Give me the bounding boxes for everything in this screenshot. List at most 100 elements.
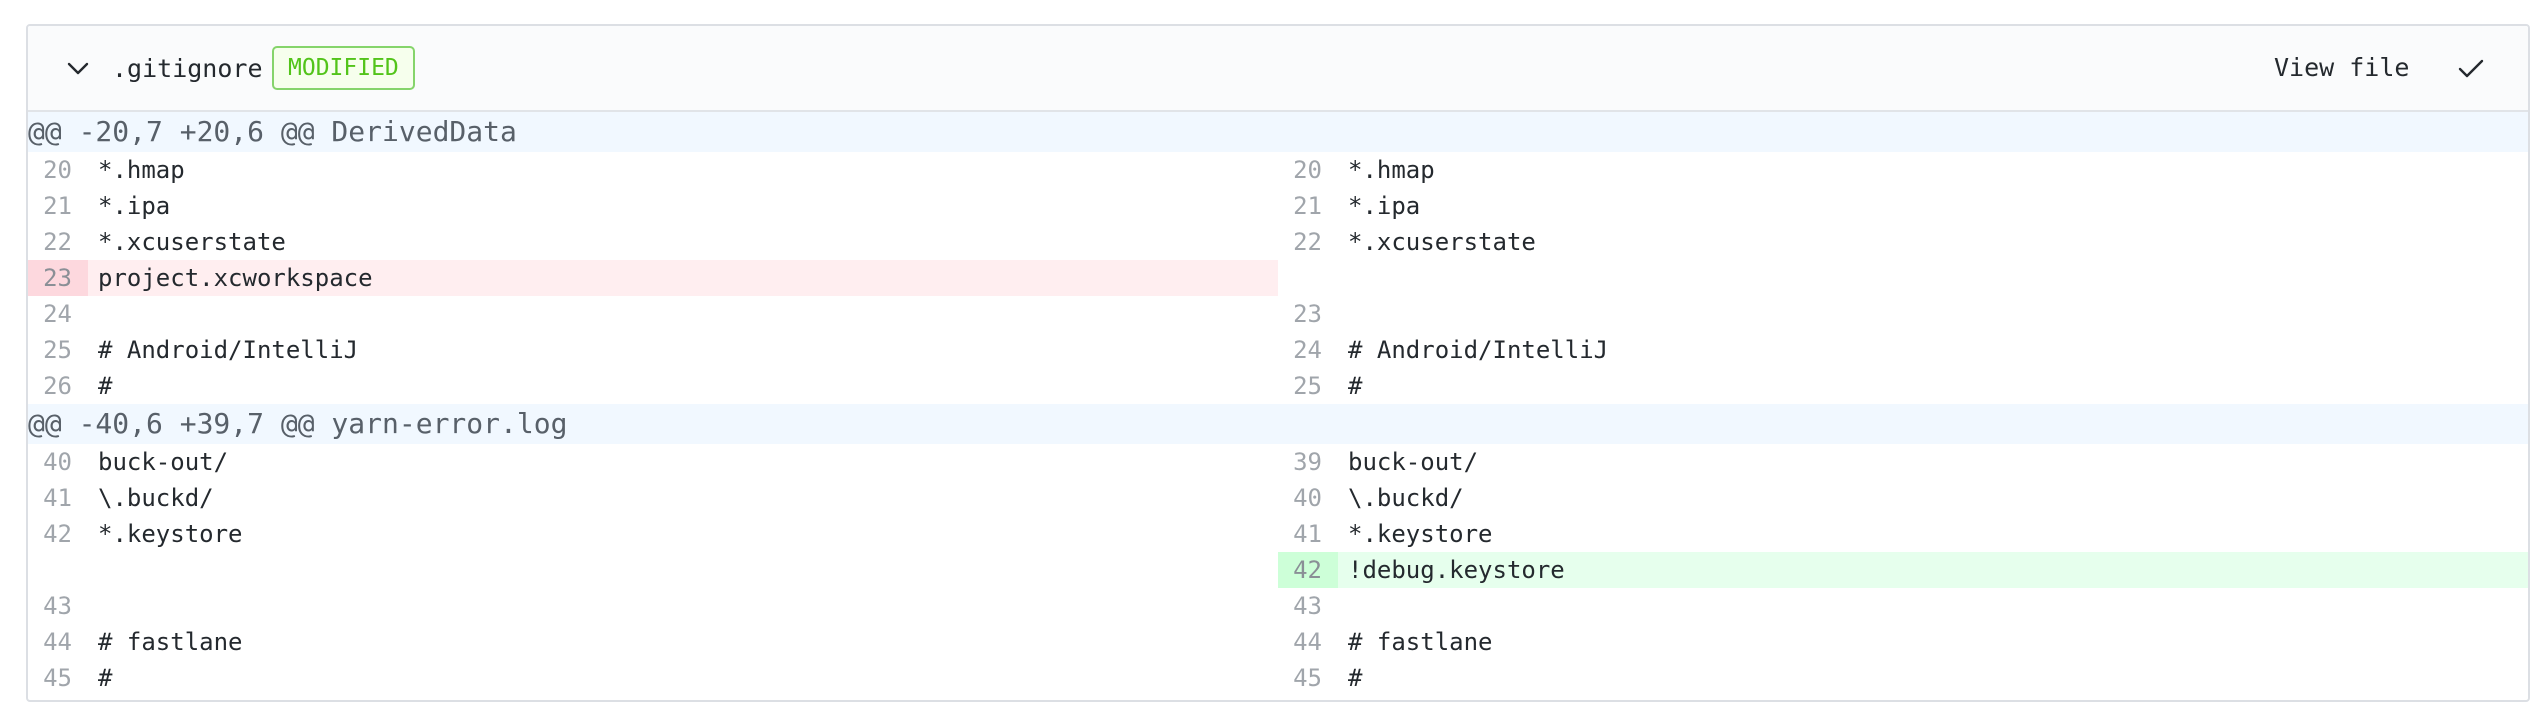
- hunk-header: @@ -40,6 +39,7 @@ yarn-error.log: [28, 404, 2528, 444]
- view-file-button[interactable]: View file: [2274, 53, 2410, 82]
- right-line-code: # fastlane: [1348, 628, 1493, 656]
- right-line-number[interactable]: 22: [1293, 228, 1322, 256]
- right-line-code: [1338, 296, 2528, 332]
- right-line-code: *.keystore: [1348, 520, 1493, 548]
- diff-file-card: .gitignore MODIFIED View file @@ -20,7 +…: [26, 24, 2530, 702]
- right-line: 41 *.keystore: [1278, 516, 2528, 552]
- right-line-code: *.hmap: [1348, 156, 1435, 184]
- diff-row: 22 *.xcuserstate 22 *.xcuserstate: [28, 224, 2528, 260]
- left-line-number[interactable]: 44: [43, 628, 72, 656]
- left-line-code: *.keystore: [98, 520, 243, 548]
- left-line-number[interactable]: 23: [28, 260, 88, 296]
- right-line-code: #: [1348, 664, 1363, 692]
- right-line-number[interactable]: 20: [1293, 156, 1322, 184]
- right-line-code: buck-out/: [1348, 448, 1479, 476]
- right-line-number[interactable]: [1278, 260, 1338, 296]
- left-line-code: [88, 588, 1278, 624]
- right-line-code: *.xcuserstate: [1348, 228, 1536, 256]
- left-line: 45 #: [28, 660, 1278, 696]
- right-line-code: !debug.keystore: [1338, 552, 2528, 588]
- left-line-code: *.xcuserstate: [98, 228, 286, 256]
- chevron-down-icon: [67, 62, 89, 75]
- right-line-number[interactable]: 41: [1293, 520, 1322, 548]
- left-line: 20*.hmap: [28, 152, 1278, 188]
- right-line: 40 \.buckd/: [1278, 480, 2528, 516]
- left-line-number[interactable]: 42: [43, 520, 72, 548]
- diff-row: 43 43: [28, 588, 2528, 624]
- right-line-code: # Android/IntelliJ: [1348, 336, 1609, 364]
- right-line: 44 # fastlane: [1278, 624, 2528, 660]
- right-line-added: 42!debug.keystore: [1278, 552, 2528, 588]
- diff-row: 41 \.buckd/40 \.buckd/: [28, 480, 2528, 516]
- right-line: 43: [1278, 588, 2528, 624]
- left-line-number[interactable]: 26: [43, 372, 72, 400]
- right-line: [1278, 260, 2528, 296]
- left-line: 22 *.xcuserstate: [28, 224, 1278, 260]
- diff-body: @@ -20,7 +20,6 @@ DerivedData 20 *.hmap 20 *…: [28, 112, 2528, 696]
- left-line-number[interactable]: 24: [43, 300, 72, 328]
- left-line-number[interactable]: 40: [43, 448, 72, 476]
- right-line-number[interactable]: 43: [1293, 592, 1322, 620]
- right-line: 22 *.xcuserstate: [1278, 224, 2528, 260]
- right-line-code: #: [1348, 372, 1363, 400]
- right-line-number[interactable]: 40: [1293, 484, 1322, 512]
- left-line-number[interactable]: 20: [43, 156, 72, 184]
- left-line-number[interactable]: [28, 552, 88, 588]
- left-line-code: project.xcworkspace: [88, 260, 1278, 296]
- right-line-number[interactable]: 44: [1293, 628, 1322, 656]
- collapse-toggle-button[interactable]: [62, 53, 94, 85]
- left-line-code: \.buckd/: [98, 484, 214, 512]
- right-line: 23: [1278, 296, 2528, 332]
- right-line-code: [1338, 260, 2528, 296]
- mark-viewed-button[interactable]: [2452, 50, 2490, 88]
- left-line-code: [88, 552, 1278, 588]
- left-line-number[interactable]: 43: [43, 592, 72, 620]
- left-line: 41 \.buckd/: [28, 480, 1278, 516]
- right-line: 39 buck-out/: [1278, 444, 2528, 480]
- right-line-number[interactable]: 42: [1278, 552, 1338, 588]
- right-line: 24 # Android/IntelliJ: [1278, 332, 2528, 368]
- status-badge: MODIFIED: [272, 46, 415, 90]
- hunk-header: @@ -20,7 +20,6 @@ DerivedData: [28, 112, 2528, 152]
- right-line-number[interactable]: 39: [1293, 448, 1322, 476]
- right-line-number[interactable]: 21: [1293, 192, 1322, 220]
- right-line-code: *.ipa: [1348, 192, 1421, 220]
- diff-row: 24 23: [28, 296, 2528, 332]
- right-line: 20 *.hmap: [1278, 152, 2528, 188]
- right-line: 21 *.ipa: [1278, 188, 2528, 224]
- right-line: 25 #: [1278, 368, 2528, 404]
- left-line-code: #: [98, 664, 113, 692]
- left-line-number[interactable]: 41: [43, 484, 72, 512]
- right-line-number[interactable]: 23: [1293, 300, 1322, 328]
- diff-row: 42 *.keystore 41 *.keystore: [28, 516, 2528, 552]
- diff-row: 21 *.ipa 21 *.ipa: [28, 188, 2528, 224]
- right-line-number[interactable]: 45: [1293, 664, 1322, 692]
- right-line-code: \.buckd/: [1348, 484, 1464, 512]
- diff-row: 26 #25 #: [28, 368, 2528, 404]
- diff-row: 42!debug.keystore: [28, 552, 2528, 588]
- left-line-number[interactable]: 22: [43, 228, 72, 256]
- diff-row: 45 #45 #: [28, 660, 2528, 696]
- diff-row: 25 # Android/IntelliJ 24 # Android/IntelliJ: [28, 332, 2528, 368]
- left-line-number[interactable]: 21: [43, 192, 72, 220]
- left-line-code: # Android/IntelliJ: [98, 336, 359, 364]
- right-line-number[interactable]: 24: [1293, 336, 1322, 364]
- right-line-code: [1338, 588, 2528, 624]
- check-icon: [2458, 59, 2484, 78]
- left-line: 26 #: [28, 368, 1278, 404]
- right-line-number[interactable]: 25: [1293, 372, 1322, 400]
- left-line: 43: [28, 588, 1278, 624]
- left-line-code: *.ipa: [98, 192, 171, 220]
- file-name: .gitignore: [112, 54, 263, 83]
- right-line: 45 #: [1278, 660, 2528, 696]
- left-line: 44# fastlane: [28, 624, 1278, 660]
- left-line-code: #: [98, 372, 113, 400]
- left-line-number[interactable]: 45: [43, 664, 72, 692]
- left-line-number[interactable]: 25: [43, 336, 72, 364]
